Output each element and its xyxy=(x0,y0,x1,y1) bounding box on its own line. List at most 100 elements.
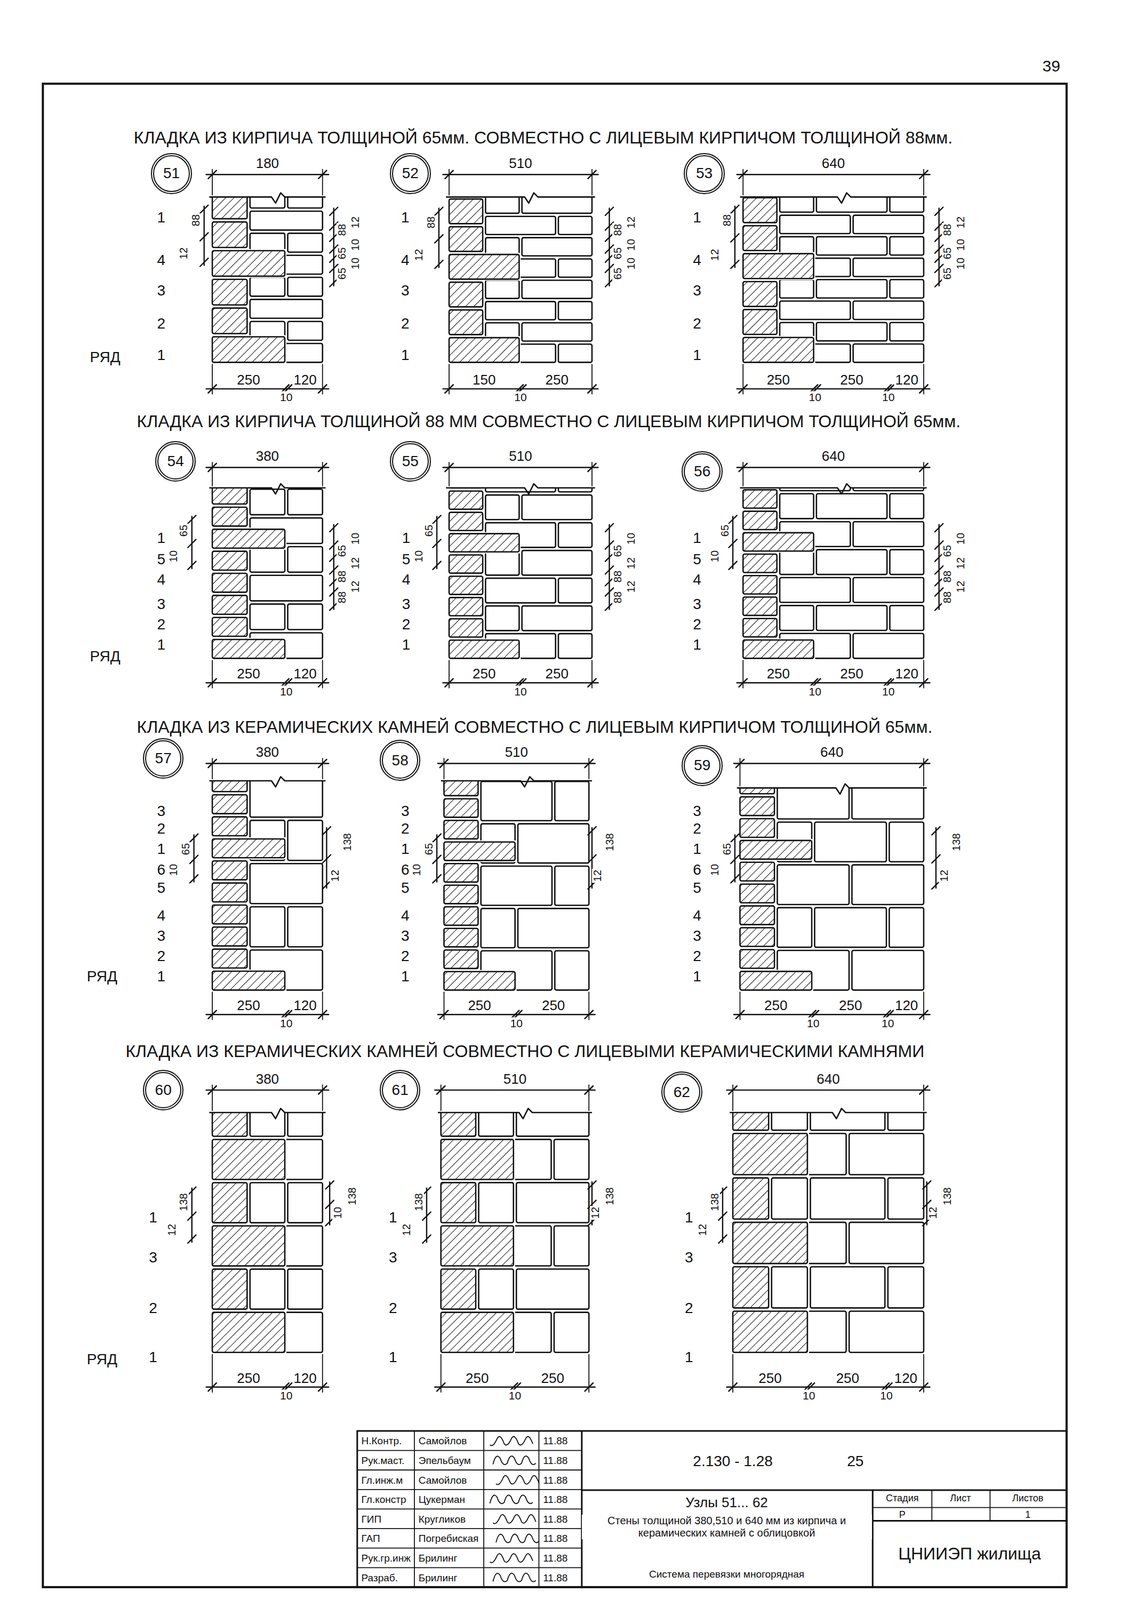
title-block-line xyxy=(931,1490,933,1521)
dimension-tick xyxy=(318,1382,327,1391)
joint-dimension: 10 xyxy=(880,1017,895,1029)
brick xyxy=(250,906,285,947)
row-number: 2 xyxy=(691,948,703,964)
brick xyxy=(816,196,887,212)
brick xyxy=(485,494,519,520)
title-block-line xyxy=(357,1566,582,1568)
masonry-wall xyxy=(212,780,323,992)
brick xyxy=(558,578,592,603)
table-cell: ГИП xyxy=(360,1513,383,1524)
brick xyxy=(558,633,592,659)
dimension-line xyxy=(726,1089,931,1091)
brick xyxy=(558,522,592,548)
joint-dimension: 10 xyxy=(278,391,294,403)
joint-dimension: 10 xyxy=(278,1389,294,1402)
callout-number: 51 xyxy=(163,165,180,181)
facing-brick xyxy=(443,971,515,991)
masonry-wall xyxy=(443,780,589,992)
brick xyxy=(250,780,323,818)
brick xyxy=(478,1182,514,1223)
dimension-tick xyxy=(325,1180,334,1189)
row-number: 5 xyxy=(156,880,167,896)
dimension: 12 xyxy=(349,579,361,594)
row-number: 3 xyxy=(156,596,167,612)
row-number: 3 xyxy=(156,803,167,819)
facing-brick xyxy=(212,507,247,526)
row-number: 1 xyxy=(401,637,412,653)
extension-line xyxy=(742,169,744,196)
extension-line xyxy=(211,1084,213,1111)
row-number: 3 xyxy=(691,928,703,944)
dimension: 65 xyxy=(423,842,435,856)
dimension: 12 xyxy=(589,1205,601,1220)
row-number: 2 xyxy=(691,316,703,332)
row-number: 2 xyxy=(400,821,411,837)
dimension-tick xyxy=(444,678,453,687)
facing-brick xyxy=(739,787,775,794)
facing-brick xyxy=(739,884,775,903)
dimension: 250 xyxy=(765,666,791,681)
dimension: 640 xyxy=(820,156,846,171)
dimension: 12 xyxy=(413,248,424,262)
dimension-tick xyxy=(434,234,443,243)
brick xyxy=(889,322,924,341)
dimension: 88 xyxy=(425,215,437,230)
break-line xyxy=(209,1108,326,1119)
facing-brick xyxy=(449,533,519,552)
facing-brick xyxy=(212,595,247,614)
table-cell: Р xyxy=(898,1509,907,1520)
break-line xyxy=(739,193,927,204)
facing-brick xyxy=(449,198,483,224)
dimension: 380 xyxy=(254,745,280,759)
dimension-tick xyxy=(200,205,208,214)
dimension-tick xyxy=(189,855,198,864)
row-number: 3 xyxy=(691,803,703,819)
row-number: 4 xyxy=(400,252,411,268)
dimension-tick xyxy=(919,678,928,687)
brick xyxy=(889,279,924,298)
dimension: 12 xyxy=(927,1205,939,1220)
brick xyxy=(889,493,924,519)
organization: ЦНИИЭП жилища xyxy=(897,1545,1043,1563)
brick xyxy=(771,1178,808,1220)
dimension: 180 xyxy=(254,156,280,171)
facing-brick xyxy=(739,862,775,882)
table-cell: Гл.инж.м xyxy=(360,1474,405,1485)
dimension: 120 xyxy=(893,666,919,681)
dimension: 250 xyxy=(838,372,864,387)
dimension-tick xyxy=(728,561,737,570)
dimension-line xyxy=(737,173,931,175)
brick xyxy=(849,1311,924,1353)
brick xyxy=(779,549,814,575)
brick xyxy=(779,279,814,298)
document-code: 2.130 - 1.28 xyxy=(691,1453,774,1469)
brick xyxy=(522,237,592,256)
dimension: 250 xyxy=(757,1371,783,1386)
dimension-line xyxy=(206,1089,330,1091)
table-cell: 11.88 xyxy=(541,1572,569,1583)
facing-brick xyxy=(443,949,478,969)
dimension: 88 xyxy=(190,213,202,228)
row-number: 3 xyxy=(683,1250,695,1266)
extension-line xyxy=(322,758,324,779)
facing-brick xyxy=(732,1178,769,1220)
dimension-tick xyxy=(440,1010,448,1019)
title-block-line xyxy=(357,1450,582,1452)
title-block-line xyxy=(483,1430,485,1588)
dimension: 510 xyxy=(507,449,533,463)
facing-brick xyxy=(739,818,775,838)
facing-brick xyxy=(212,971,285,990)
dimension-line xyxy=(206,682,330,684)
brick xyxy=(816,236,887,255)
dimension-tick xyxy=(728,1382,737,1391)
row-number: 2 xyxy=(147,1300,159,1316)
detail-number-circle: 56 xyxy=(681,451,723,493)
brick xyxy=(287,277,323,296)
break-line xyxy=(445,193,595,204)
row-number: 6 xyxy=(691,862,703,878)
facing-brick xyxy=(449,512,483,531)
brick xyxy=(250,575,323,602)
brick xyxy=(814,907,887,948)
table-cell: Брилинг xyxy=(417,1572,459,1583)
brick xyxy=(250,1112,285,1137)
